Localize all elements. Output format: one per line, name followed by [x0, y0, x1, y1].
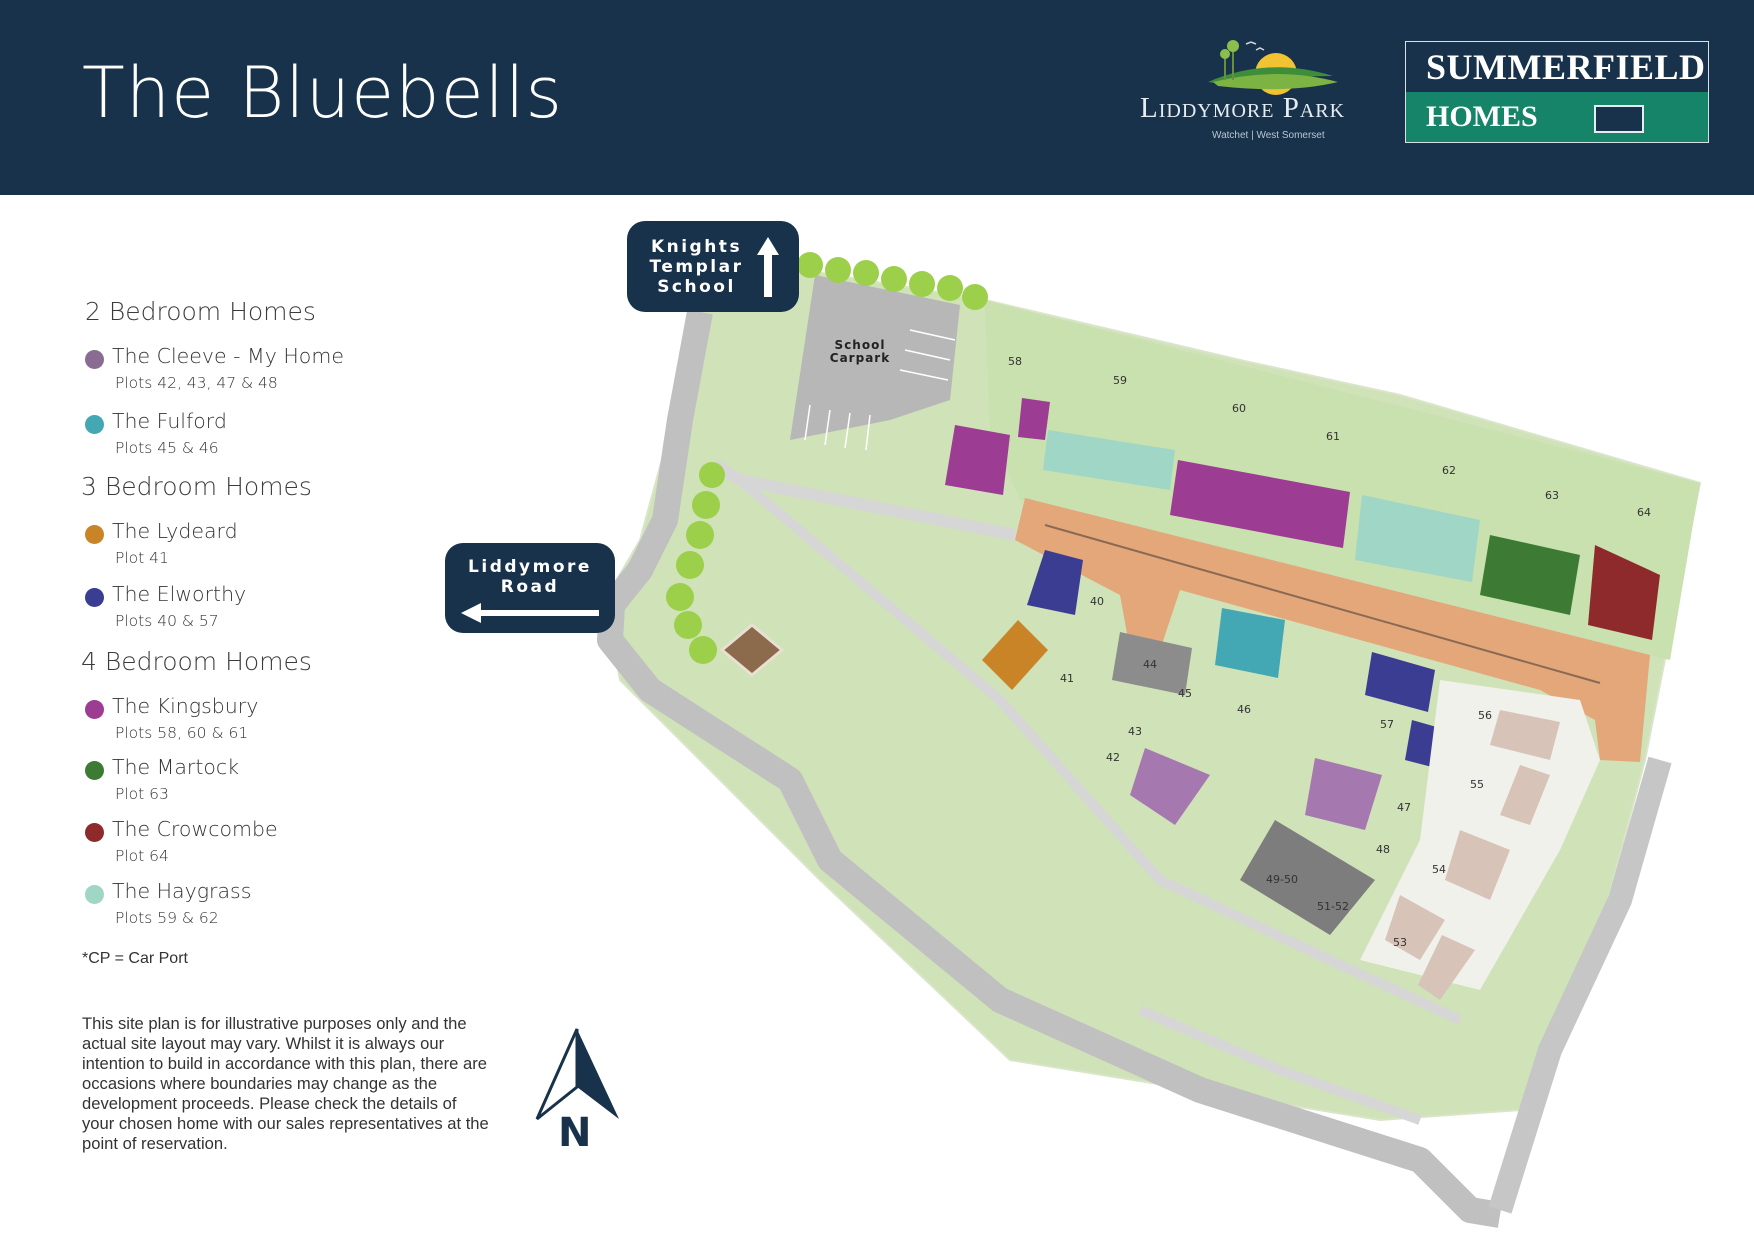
- school-carpark: [790, 275, 960, 440]
- plot-label-56: 56: [1478, 709, 1492, 722]
- legend-item-name: The Elworthy: [112, 582, 247, 606]
- legend-dot-icon: [85, 700, 104, 719]
- legend-dot-icon: [85, 525, 104, 544]
- north-arrow-icon: [535, 1028, 619, 1121]
- plot-62-house: [1355, 495, 1480, 582]
- plot-63-house: [1480, 535, 1580, 615]
- school-sign-text: Knights Templar School: [649, 237, 744, 297]
- plot-labels: 58 59 60 61 62 63 64 40 41 42 43 44 45 4…: [1008, 355, 1651, 949]
- outer-road: [597, 309, 1503, 1228]
- legend-item-plots: Plot 64: [115, 847, 169, 865]
- header-bar: The Bluebells Liddymore Park Watchet | W…: [0, 0, 1754, 195]
- plot-label-41: 41: [1060, 672, 1074, 685]
- eastern-road: [1488, 756, 1672, 1214]
- plot-label-42: 42: [1106, 751, 1120, 764]
- legend-dot-icon: [85, 885, 104, 904]
- summerfield-homes-logo: SUMMERFIELD HOMES: [1405, 41, 1709, 143]
- summerfield-logo-line1: SUMMERFIELD: [1406, 42, 1708, 92]
- legend-item-name: The Fulford: [112, 409, 227, 433]
- plot-label-45: 45: [1178, 687, 1192, 700]
- plot-label-59: 59: [1113, 374, 1127, 387]
- legend-item-name: The Cleeve - My Home: [112, 344, 344, 368]
- diagonal-path: [736, 476, 1463, 1025]
- legend-item-name: The Lydeard: [112, 519, 238, 543]
- plot-label-60: 60: [1232, 402, 1246, 415]
- legend-item-plots: Plot 41: [115, 549, 169, 567]
- plot-label-55: 55: [1470, 778, 1484, 791]
- plot-64-house: [1588, 545, 1660, 640]
- lower-path: [1138, 1005, 1422, 1125]
- plot-label-44: 44: [1143, 658, 1157, 671]
- page-title: The Bluebells: [82, 52, 564, 134]
- plot-45-46-house: [1215, 608, 1285, 678]
- plot-60-61-house: [1170, 460, 1350, 548]
- school-direction-sign: Knights Templar School: [627, 221, 799, 312]
- legend-category-3-bedroom: 3 Bedroom Homes: [81, 472, 312, 501]
- plot-label-48: 48: [1376, 843, 1390, 856]
- arrow-up-icon: [757, 237, 779, 297]
- plot-42-43-house: [1130, 748, 1210, 825]
- legend-item-name: The Crowcombe: [112, 817, 278, 841]
- plot-59-house: [1043, 430, 1175, 490]
- summerfield-badge-icon: [1594, 105, 1644, 133]
- liddymore-park-subtitle: Watchet | West Somerset: [1212, 130, 1325, 141]
- tree-hedge: [666, 252, 988, 664]
- summerfield-logo-line2: HOMES: [1406, 92, 1708, 142]
- plot-label-51-52: 51-52: [1317, 900, 1349, 913]
- legend-item-name: The Kingsbury: [112, 694, 259, 718]
- legend-dot-icon: [85, 823, 104, 842]
- plot-label-47: 47: [1397, 801, 1411, 814]
- legend-item-plots: Plots 58, 60 & 61: [115, 724, 249, 742]
- plot-57-house: [1365, 652, 1435, 712]
- legend-item-name: The Haygrass: [112, 879, 252, 903]
- plot-label-62: 62: [1442, 464, 1456, 477]
- plot-49-52-block: [1240, 820, 1375, 935]
- plot-label-63: 63: [1545, 489, 1559, 502]
- legend-dot-icon: [85, 588, 104, 607]
- plot-label-53: 53: [1393, 936, 1407, 949]
- legend-item-plots: Plots 59 & 62: [115, 909, 219, 927]
- plot-label-49-50: 49-50: [1266, 873, 1298, 886]
- legend-dot-icon: [85, 350, 104, 369]
- legend-item-plots: Plots 40 & 57: [115, 612, 219, 630]
- road-sign-text: Liddymore Road: [468, 557, 592, 597]
- legend-category-4-bedroom: 4 Bedroom Homes: [81, 647, 312, 676]
- plot-58-house: [945, 425, 1010, 495]
- access-road: [1015, 498, 1650, 762]
- plot-41-house: [982, 620, 1048, 690]
- arrow-left-icon: [461, 603, 599, 623]
- north-label: N: [558, 1110, 592, 1156]
- road-direction-sign: Liddymore Road: [445, 543, 615, 633]
- liddymore-park-name: Liddymore Park: [1140, 92, 1346, 124]
- legend-category-2-bedroom: 2 Bedroom Homes: [85, 297, 316, 326]
- disclaimer-text: This site plan is for illustrative purpo…: [82, 1014, 489, 1153]
- plot-label-58: 58: [1008, 355, 1022, 368]
- legend-item-plots: Plots 42, 43, 47 & 48: [115, 374, 278, 392]
- carport-note: *CP = Car Port: [82, 950, 188, 967]
- plot-44-carport: [1112, 632, 1192, 695]
- legend-dot-icon: [85, 415, 104, 434]
- plot-label-61: 61: [1326, 430, 1340, 443]
- plot-47-48-house: [1305, 758, 1382, 830]
- legend-item-plots: Plots 45 & 46: [115, 439, 219, 457]
- legend-item-name: The Martock: [112, 755, 240, 779]
- plot-40-house: [1027, 550, 1083, 615]
- plot-label-54: 54: [1432, 863, 1446, 876]
- plot-label-43: 43: [1128, 725, 1142, 738]
- legend-dot-icon: [85, 761, 104, 780]
- legend-item-plots: Plot 63: [115, 785, 169, 803]
- plot-label-40: 40: [1090, 595, 1104, 608]
- plot-label-46: 46: [1237, 703, 1251, 716]
- play-area: [719, 623, 785, 677]
- plot-label-57: 57: [1380, 718, 1394, 731]
- liddymore-park-logo-icon: [1208, 40, 1338, 95]
- plot-label-64: 64: [1637, 506, 1651, 519]
